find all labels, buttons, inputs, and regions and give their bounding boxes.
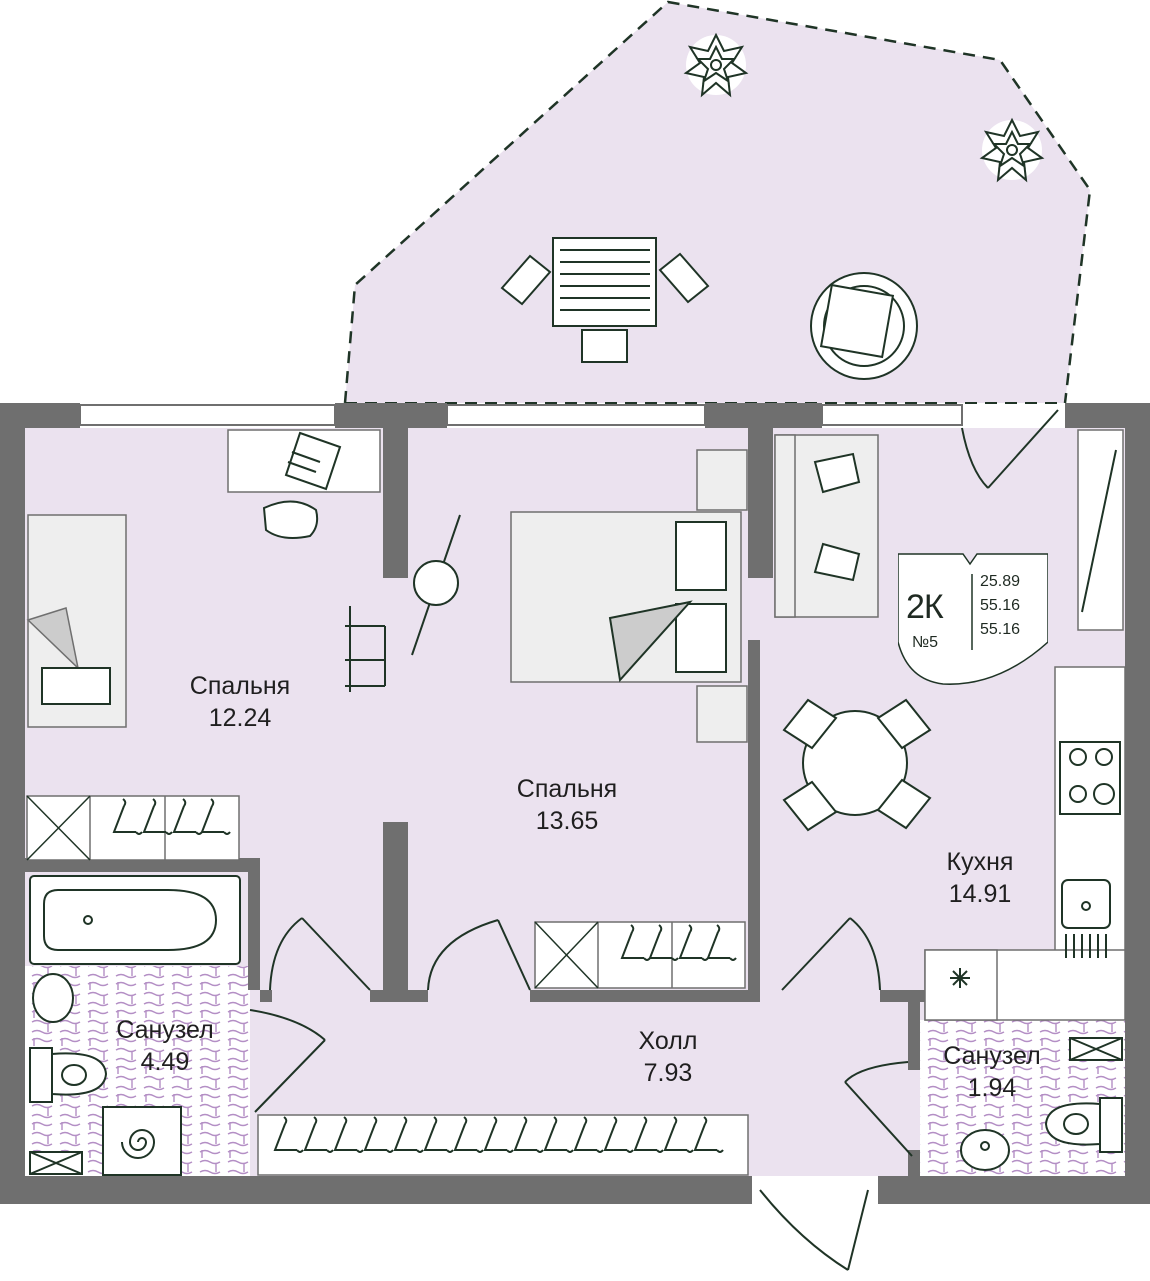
dining-table: [782, 698, 932, 832]
laptop-icon: [284, 431, 342, 491]
floor-lamp: [411, 514, 461, 656]
hall-wardrobe: [257, 1114, 749, 1176]
apartment-badge: 2К №5 25.89 55.16 55.16: [898, 552, 1048, 687]
room-name: Спальня: [189, 672, 291, 700]
single-bed: [26, 514, 127, 728]
washbasin: [960, 1129, 1010, 1171]
area-total: 55.16: [980, 597, 1021, 614]
apartment-type: 2К: [906, 588, 944, 626]
apartment-number: №5: [912, 634, 939, 651]
area-total-with-balcony: 55.16: [980, 621, 1021, 638]
room-label-bedroom-2: Спальня 13.65: [487, 773, 647, 837]
balcony-table-set: [500, 237, 710, 363]
stove-icon: [1059, 741, 1121, 815]
room-label-hall: Холл 7.93: [588, 1025, 748, 1089]
vent-1: [29, 1151, 83, 1175]
plant-icon: [685, 34, 747, 96]
badge-shape: [898, 553, 1048, 685]
room-area: 12.24: [208, 704, 272, 732]
balcony-door: [961, 409, 1059, 489]
room-area: 4.49: [140, 1048, 190, 1076]
fridge-cabinet: [1077, 429, 1124, 631]
plant-icon: [981, 119, 1043, 181]
room-name: Санузел: [116, 1016, 214, 1044]
washing-machine-icon: [102, 1106, 182, 1176]
room-area: 14.91: [948, 880, 1012, 908]
room-label-bathroom-2: Санузел 1.94: [912, 1040, 1072, 1104]
windows: [79, 404, 963, 426]
fan-icon: [950, 968, 970, 988]
toilet-icon: [1044, 1097, 1123, 1153]
side-shelf: [345, 606, 386, 692]
apartment-areas: 25.89 55.16 55.16: [980, 570, 1020, 642]
room-label-bathroom-1: Санузел 4.49: [85, 1014, 245, 1078]
room-area: 7.93: [643, 1059, 693, 1087]
toilet-icon: [29, 1047, 108, 1103]
room-area: 1.94: [967, 1074, 1017, 1102]
bathtub-icon: [29, 875, 241, 965]
room-area: 13.65: [535, 807, 599, 835]
room-label-bedroom-1: Спальня 12.24: [160, 670, 320, 734]
sofa: [774, 434, 879, 618]
doors: [249, 917, 913, 1271]
room-name: Спальня: [516, 775, 618, 803]
walls: [0, 403, 1150, 1204]
chair: [262, 500, 319, 539]
sink-icon: [1061, 879, 1111, 958]
balcony-armchair: [810, 272, 918, 380]
washbasin: [32, 973, 74, 1023]
area-living: 25.89: [980, 573, 1021, 590]
wardrobe-1: [26, 795, 240, 861]
room-name: Кухня: [946, 848, 1014, 876]
room-label-kitchen: Кухня 14.91: [900, 846, 1060, 910]
room-name: Холл: [638, 1027, 698, 1055]
wardrobe-2: [534, 921, 746, 989]
double-bed: [510, 449, 748, 743]
room-name: Санузел: [943, 1042, 1041, 1070]
vent-2: [1069, 1037, 1123, 1061]
